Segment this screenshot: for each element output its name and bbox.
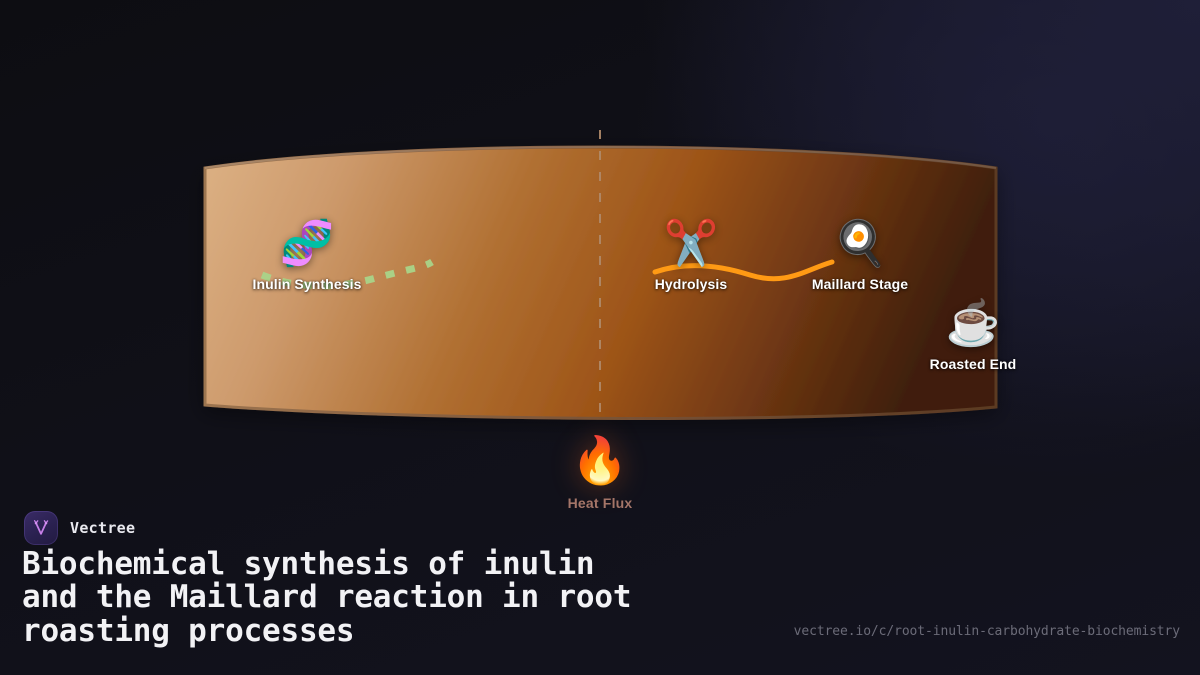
node-label-inulin-synthesis: Inulin Synthesis bbox=[252, 276, 362, 292]
frying-pan-icon: 🍳 bbox=[832, 219, 888, 268]
brand: Vectree bbox=[24, 511, 135, 545]
banner-top-highlight bbox=[204, 146, 997, 169]
node-inulin-synthesis[interactable]: 🧬 Inulin Synthesis bbox=[207, 219, 407, 293]
process-banner bbox=[190, 120, 1010, 430]
flame-icon: 🔥 bbox=[571, 434, 629, 486]
source-url: vectree.io/c/root-inulin-carbohydrate-bi… bbox=[793, 624, 1180, 639]
node-roasted-end[interactable]: ☕ Roasted End bbox=[873, 299, 1073, 373]
vectree-logo-icon bbox=[24, 511, 58, 545]
cleaved-chain-path bbox=[652, 259, 835, 282]
scissors-icon: ✂️ bbox=[663, 219, 719, 268]
dna-icon: 🧬 bbox=[279, 219, 335, 268]
vectree-logo-glyph bbox=[33, 520, 49, 535]
banner-svg bbox=[203, 130, 998, 421]
node-label-hydrolysis: Hydrolysis bbox=[654, 276, 728, 292]
node-label-roasted-end: Roasted End bbox=[929, 356, 1017, 372]
node-label-maillard-stage: Maillard Stage bbox=[811, 276, 909, 292]
heat-flux-label: Heat Flux bbox=[567, 495, 633, 511]
polymer-chain-path bbox=[260, 258, 434, 290]
page-title: Biochemical synthesis of inulin and the … bbox=[22, 546, 632, 649]
hot-beverage-icon: ☕ bbox=[945, 299, 1001, 348]
brand-name: Vectree bbox=[70, 519, 136, 537]
node-maillard-stage[interactable]: 🍳 Maillard Stage bbox=[760, 219, 960, 293]
node-hydrolysis[interactable]: ✂️ Hydrolysis bbox=[591, 219, 791, 293]
heat-flux-marker[interactable]: 🔥 Heat Flux bbox=[500, 437, 700, 511]
